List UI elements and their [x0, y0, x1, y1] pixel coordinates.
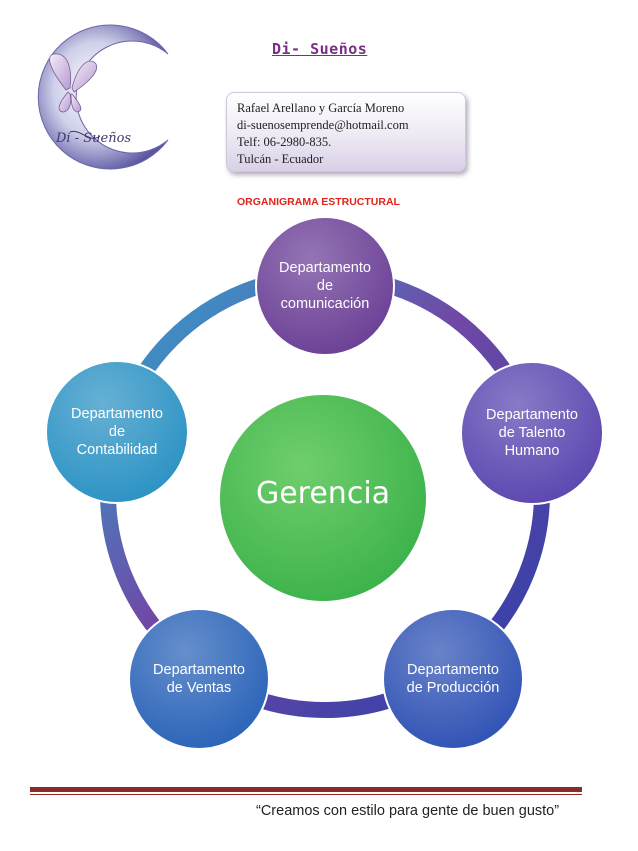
center-node-label: Gerencia	[255, 476, 391, 511]
node-talento-humano-label: Departamento de Talento Humano	[486, 407, 578, 459]
node-contabilidad-label: Departamento de Contabilidad	[71, 406, 163, 458]
contact-email: di-suenosemprende@hotmail.com	[237, 118, 409, 132]
butterfly-icon	[49, 53, 98, 113]
brand-title: Di- Sueños	[272, 40, 368, 58]
node-ventas-shine	[130, 610, 268, 748]
center-node	[220, 395, 426, 601]
logo-text: Di - Sueños	[55, 131, 131, 146]
diagram-title: ORGANIGRAMA ESTRUCTURAL	[237, 196, 400, 208]
contact-box: Rafael Arellano y García Moreno di-sueno…	[226, 92, 466, 172]
di-suenos-logo: Di - Sueños	[37, 24, 169, 170]
node-produccion-label: Departamento de Producción	[406, 662, 500, 696]
node-produccion-shine	[384, 610, 522, 748]
node-comunicacion-label: Departamento de comunicación	[279, 260, 371, 312]
node-contabilidad-shine	[47, 362, 187, 502]
footer-slogan: “Creamos con estilo para gente de buen g…	[256, 803, 560, 819]
footer-rule-thin	[30, 794, 582, 795]
node-talento-humano-shine	[462, 363, 602, 503]
node-ventas-label: Departamento de Ventas	[153, 662, 245, 696]
node-comunicacion-shine	[257, 218, 393, 354]
contact-names: Rafael Arellano y García Moreno	[237, 101, 405, 115]
contact-location: Tulcán - Ecuador	[237, 152, 324, 166]
footer-rule-thick	[30, 787, 582, 792]
contact-phone: Telf: 06-2980-835.	[237, 135, 332, 149]
